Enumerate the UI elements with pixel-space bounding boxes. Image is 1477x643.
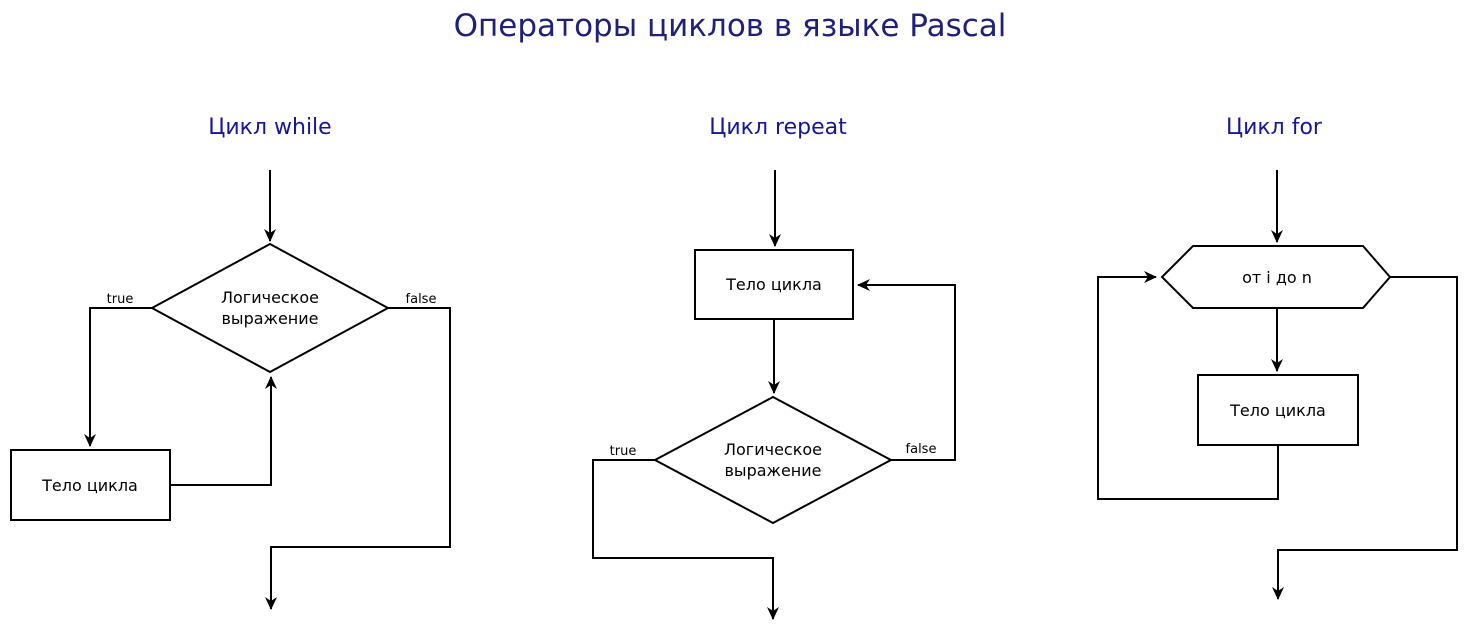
while-subtitle: Цикл while — [208, 115, 331, 140]
repeat-true-exit-arrow — [592, 459, 779, 620]
while-loop-back-arrow — [170, 376, 277, 486]
repeat-true-label: true — [610, 444, 637, 459]
repeat-body-text: Тело цикла — [725, 275, 822, 294]
for-exit-arrow — [1272, 276, 1458, 600]
while-flowchart: Цикл while Логическое выражение true fal… — [10, 115, 451, 610]
repeat-condition-text-line1: Логическое — [724, 440, 822, 459]
repeat-condition-text-line2: выражение — [725, 461, 822, 480]
while-true-branch-arrow — [84, 307, 152, 447]
repeat-flowchart: Цикл repeat Тело цикла Логическое выраже… — [592, 115, 956, 620]
for-loop-back-arrow — [1097, 271, 1279, 500]
repeat-false-label: false — [906, 442, 937, 457]
for-body-text: Тело цикла — [1229, 401, 1326, 420]
for-range-text: от i до n — [1242, 268, 1312, 287]
while-body-text: Тело цикла — [41, 476, 138, 495]
while-false-label: false — [406, 292, 437, 307]
for-body-box — [1197, 374, 1359, 446]
while-condition-text-line1: Логическое — [221, 288, 319, 307]
while-body-box — [10, 449, 171, 521]
for-flowchart: Цикл for от i до n Тело цикла — [1097, 115, 1458, 600]
repeat-body-box — [694, 249, 854, 320]
while-condition-diamond — [149, 242, 391, 374]
while-true-label: true — [107, 292, 134, 307]
for-range-hexagon — [1160, 245, 1392, 309]
while-false-exit-arrow — [265, 307, 451, 610]
repeat-condition-diamond — [652, 395, 894, 525]
repeat-subtitle: Цикл repeat — [709, 115, 847, 140]
page-title: Операторы циклов в языке Pascal — [453, 8, 1007, 44]
while-condition-text-line2: выражение — [222, 309, 319, 328]
for-subtitle: Цикл for — [1226, 115, 1323, 140]
repeat-false-loop-back-arrow — [857, 279, 956, 461]
